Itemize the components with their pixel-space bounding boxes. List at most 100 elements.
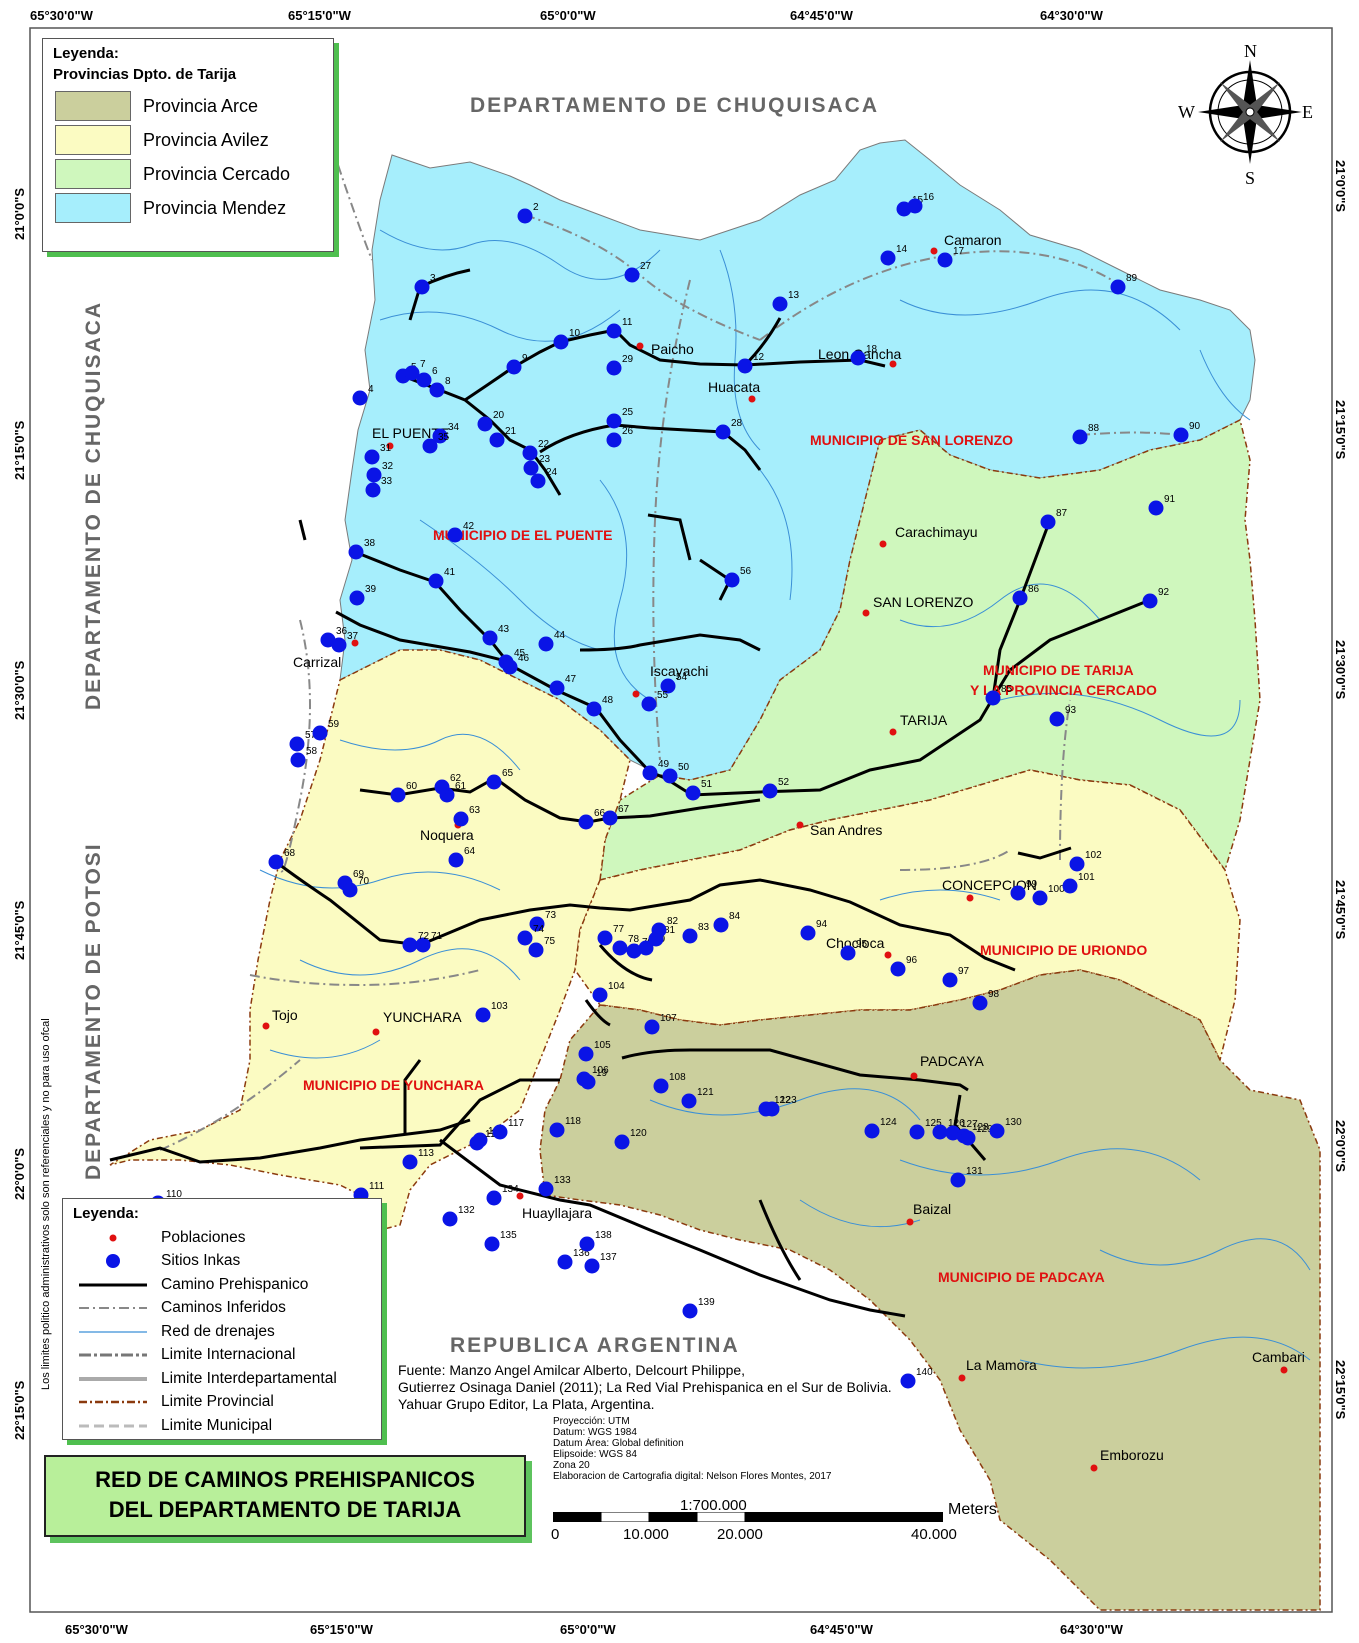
- inka-site-marker: [1062, 878, 1078, 894]
- inka-site-label: 125: [925, 1118, 942, 1129]
- inka-site-label: 97: [958, 966, 970, 977]
- compass-n: N: [1244, 41, 1257, 61]
- inka-site-marker: [486, 774, 502, 790]
- inka-site-marker: [584, 1258, 600, 1274]
- coord-top-5: 64°30'0"W: [1040, 8, 1104, 23]
- inka-site-marker: [638, 940, 654, 956]
- poblacion-label: PADCAYA: [920, 1053, 984, 1069]
- scale-bar: [553, 1512, 943, 1522]
- inka-site-label: 129: [976, 1124, 993, 1135]
- inka-site-marker: [469, 1135, 485, 1151]
- inka-site-marker: [909, 1124, 925, 1140]
- poblacion-label: YUNCHARA: [383, 1009, 462, 1025]
- inka-site-marker: [932, 1124, 948, 1140]
- inka-site-label: 39: [365, 584, 377, 595]
- inka-site-marker: [1012, 590, 1028, 606]
- inka-site-label: 72: [418, 931, 430, 942]
- legend-item-camino: Camino Prehispanico: [77, 1273, 381, 1297]
- scale-units: Meters: [948, 1501, 997, 1518]
- coord-right-2: 21°15'0"S: [1333, 400, 1348, 460]
- inka-site-label: 117: [508, 1118, 524, 1129]
- gray-dash-dot-icon: [79, 1353, 147, 1357]
- inka-site-label: 120: [630, 1128, 647, 1139]
- poblacion-label: Huayllajara: [522, 1205, 592, 1221]
- region-potosi: DEPARTAMENTO DE POTOSI: [82, 842, 105, 1180]
- inka-site-label: 29: [622, 354, 634, 365]
- coord-bottom: 65°30'0"W 65°15'0"W 65°0'0"W 64°45'0"W 6…: [65, 1622, 1124, 1637]
- inka-site-marker: [523, 460, 539, 476]
- inka-site-marker: [482, 630, 498, 646]
- inka-site-marker: [579, 1236, 595, 1252]
- inka-site-marker: [416, 372, 432, 388]
- inka-site-label: 50: [678, 762, 690, 773]
- inka-site-marker: [352, 390, 368, 406]
- inka-site-label: 11: [622, 317, 633, 328]
- inka-site-marker: [506, 359, 522, 375]
- poblacion-label: Baizal: [913, 1201, 951, 1217]
- inka-site-marker: [1072, 429, 1088, 445]
- inka-site-marker: [576, 1071, 592, 1087]
- compass-rose: N S E W: [1178, 41, 1313, 188]
- inka-site-label: 91: [1164, 494, 1176, 505]
- municipio-yunchara: MUNICIPIO DE YUNCHARA: [303, 1077, 484, 1093]
- inka-site-marker: [290, 752, 306, 768]
- scale-ratio: 1:700.000: [680, 1497, 747, 1514]
- inka-site-label: 81: [664, 925, 676, 936]
- red-dot-icon: [109, 1234, 117, 1242]
- inka-site-marker: [453, 811, 469, 827]
- inka-site-label: 7: [420, 359, 426, 370]
- coord-right-6: 22°15'0"S: [1333, 1360, 1348, 1420]
- inka-site-label: 128: [972, 1122, 989, 1133]
- legend-label: Limite Internacional: [161, 1346, 296, 1364]
- inka-site-marker: [592, 987, 608, 1003]
- inka-site-label: 95: [856, 939, 868, 950]
- coord-left-1: 21°0'0"S: [12, 188, 27, 240]
- inka-site-label: 31: [380, 443, 392, 454]
- inka-site-label: 9: [522, 353, 528, 364]
- inka-site-label: 101: [1078, 872, 1095, 883]
- inka-site-label: 24: [546, 467, 558, 478]
- inka-site-label: 89: [1126, 273, 1138, 284]
- blue-line-icon: [79, 1331, 147, 1333]
- meta-line: Datum: WGS 1984: [553, 1427, 637, 1438]
- province-legend-subtitle: Provincias Dpto. de Tarija: [53, 66, 237, 83]
- legend-item-sitios: Sitios Inkas: [77, 1250, 381, 1274]
- inka-site-marker: [578, 1046, 594, 1062]
- inka-site-label: 63: [469, 805, 481, 816]
- inka-site-label: 65: [502, 768, 514, 779]
- inka-site-label: 118: [565, 1116, 581, 1127]
- province-arce: [539, 969, 1321, 1611]
- symbol-legend: Leyenda: Poblaciones Sitios Inkas Camino…: [62, 1198, 382, 1440]
- inka-site-label: 13: [788, 290, 800, 301]
- inka-site-marker: [553, 334, 569, 350]
- coord-bottom-2: 65°15'0"W: [310, 1622, 374, 1637]
- inka-site-label: 12: [753, 352, 765, 363]
- poblacion-dot: [386, 442, 394, 450]
- scale-tick: 40.000: [911, 1526, 957, 1543]
- inka-site-label: 55: [657, 690, 669, 701]
- inka-site-label: 62: [450, 773, 462, 784]
- light-dash-line-icon: [79, 1424, 147, 1428]
- inka-site-label: 2: [533, 202, 539, 213]
- inka-site-label: 6: [432, 366, 438, 377]
- inka-site-label: 105: [594, 1040, 611, 1051]
- inka-site-marker: [651, 922, 667, 938]
- inka-site-marker: [642, 765, 658, 781]
- inka-site-marker: [682, 1303, 698, 1319]
- scale-tick: 20.000: [717, 1526, 763, 1543]
- inka-site-label: 83: [698, 922, 710, 933]
- inka-site-marker: [522, 445, 538, 461]
- inka-site-label: 100: [1048, 884, 1065, 895]
- inka-site-label: 43: [498, 624, 510, 635]
- inka-site-marker: [737, 358, 753, 374]
- inka-site-marker: [606, 413, 622, 429]
- inka-site-marker: [586, 701, 602, 717]
- inka-site-marker: [1040, 514, 1056, 530]
- poblacion-dot: [879, 540, 887, 548]
- inka-site-marker: [597, 930, 613, 946]
- inka-site-label: 23: [539, 454, 551, 465]
- inka-site-label: 134: [502, 1184, 519, 1195]
- inka-site-label: 58: [306, 746, 318, 757]
- scale-tick: 10.000: [623, 1526, 669, 1543]
- compass-s: S: [1245, 168, 1255, 188]
